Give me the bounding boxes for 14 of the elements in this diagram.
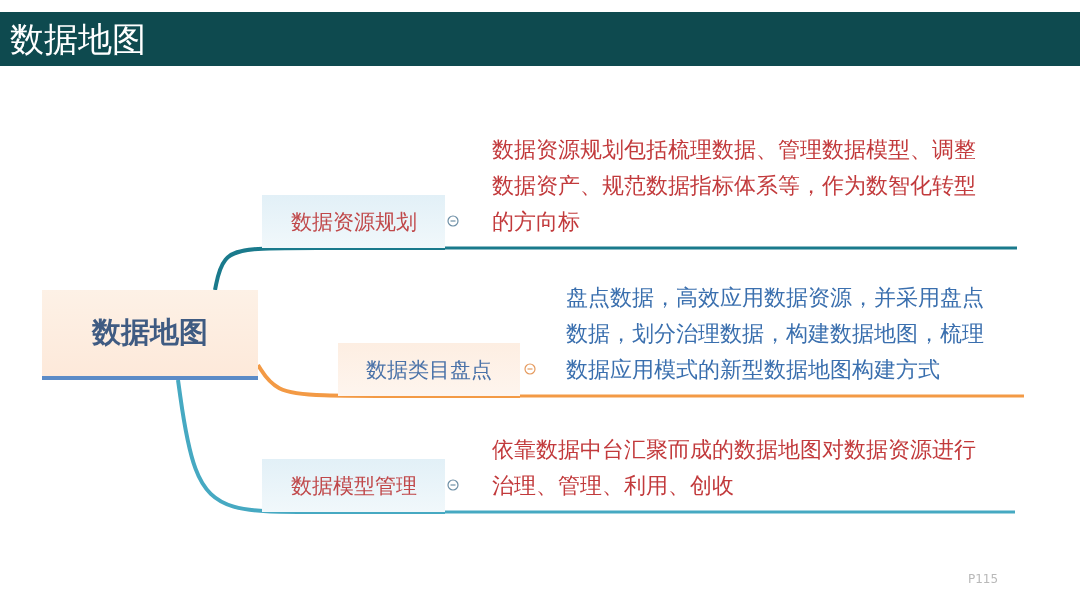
- underline-connector: [445, 510, 1015, 514]
- page-number: P115: [968, 572, 999, 586]
- description-text: 数据资源规划包括梳理数据、管理数据模型、调整数据资产、规范数据指标体系等，作为数智化转型的方向标: [492, 140, 1017, 248]
- underline-connector: [445, 246, 1017, 250]
- topic-box: 数据模型管理: [262, 459, 445, 512]
- title: 数据地图: [10, 18, 146, 60]
- topic-box: 数据资源规划: [262, 195, 445, 248]
- underline-connector: [520, 394, 1024, 398]
- topic-box: 数据类目盘点: [338, 343, 520, 396]
- branch-curve: [213, 246, 445, 291]
- description-text: 盘点数据，高效应用数据资源，并采用盘点数据，划分治理数据，构建数据地图，梳理数据应用模式的新型数据地图构建方式: [566, 288, 1024, 396]
- central-topic-box: 数据地图: [42, 290, 258, 380]
- branch-curve: [176, 379, 445, 514]
- description-text: 依靠数据中台汇聚而成的数据地图对数据资源进行治理、管理、利用、创收: [492, 440, 1015, 512]
